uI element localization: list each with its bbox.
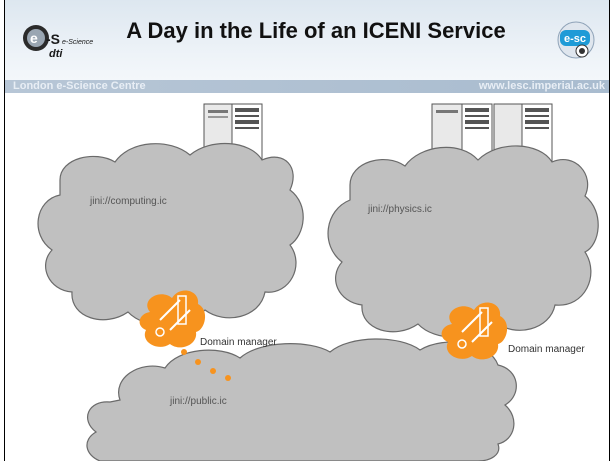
- slide-header: A Day in the Life of an ICENI Service: [5, 0, 609, 92]
- footer-bar: London e-Science Centre www.lesc.imperia…: [5, 80, 609, 93]
- cloud-physics: [327, 145, 599, 338]
- lesc-logo: e-sc: [556, 18, 596, 67]
- centre-name: London e-Science Centre: [13, 80, 146, 92]
- domain-label-public: jini://public.ic: [169, 396, 227, 407]
- slide-title: A Day in the Life of an ICENI Service: [126, 18, 506, 43]
- escience-logo: e -S e-Science dti: [22, 24, 94, 69]
- domain-manager-left-label: Domain manager: [200, 337, 277, 348]
- connection-dots: [181, 349, 231, 381]
- domain-manager-left-icon: [139, 290, 206, 348]
- cloud-public: [86, 338, 517, 461]
- domain-manager-right-label: Domain manager: [508, 344, 585, 355]
- logo-left-text: e-Science: [62, 39, 93, 46]
- slide-border-left: [4, 0, 5, 461]
- cloud-computing: [37, 143, 304, 326]
- logo-right-text: e-sc: [564, 33, 586, 45]
- svg-text:e: e: [30, 30, 38, 46]
- domain-label-physics: jini://physics.ic: [367, 204, 432, 215]
- domain-label-computing: jini://computing.ic: [89, 196, 167, 207]
- logo-left-subtext: dti: [49, 48, 63, 60]
- slide-border-right: [609, 0, 610, 461]
- centre-url: www.lesc.imperial.ac.uk: [478, 80, 605, 92]
- svg-text:-S: -S: [46, 31, 60, 47]
- domain-manager-right-icon: [441, 302, 508, 360]
